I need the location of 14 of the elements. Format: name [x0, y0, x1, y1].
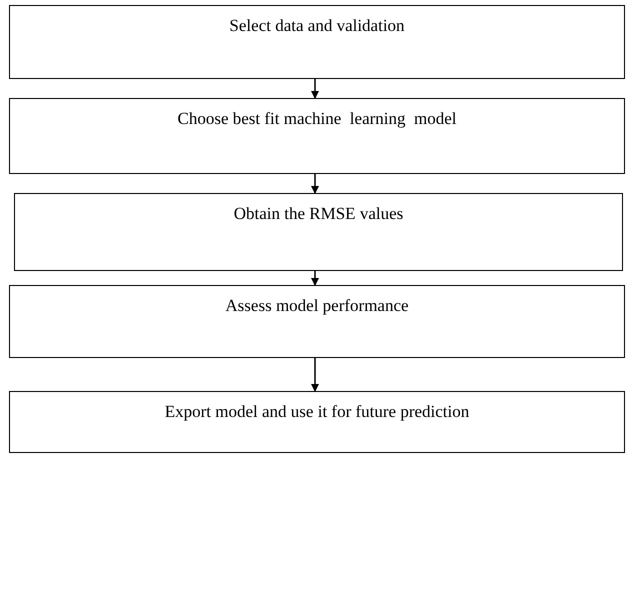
process-box — [9, 285, 625, 358]
step-text: Obtain the RMSE values — [232, 203, 404, 224]
step-text: Export model and use it for future prediction — [164, 401, 470, 422]
process-box — [9, 391, 625, 453]
arrow — [311, 79, 319, 99]
step-text: Choose best fit machine learning model — [176, 108, 458, 129]
arrow — [311, 174, 319, 194]
step-text: Assess model performance — [224, 295, 410, 316]
step-text: Select data and validation — [228, 15, 406, 36]
process-box — [9, 5, 625, 79]
process-box — [9, 98, 625, 174]
arrow — [311, 271, 319, 286]
arrow — [311, 358, 319, 392]
process-box — [14, 193, 623, 271]
